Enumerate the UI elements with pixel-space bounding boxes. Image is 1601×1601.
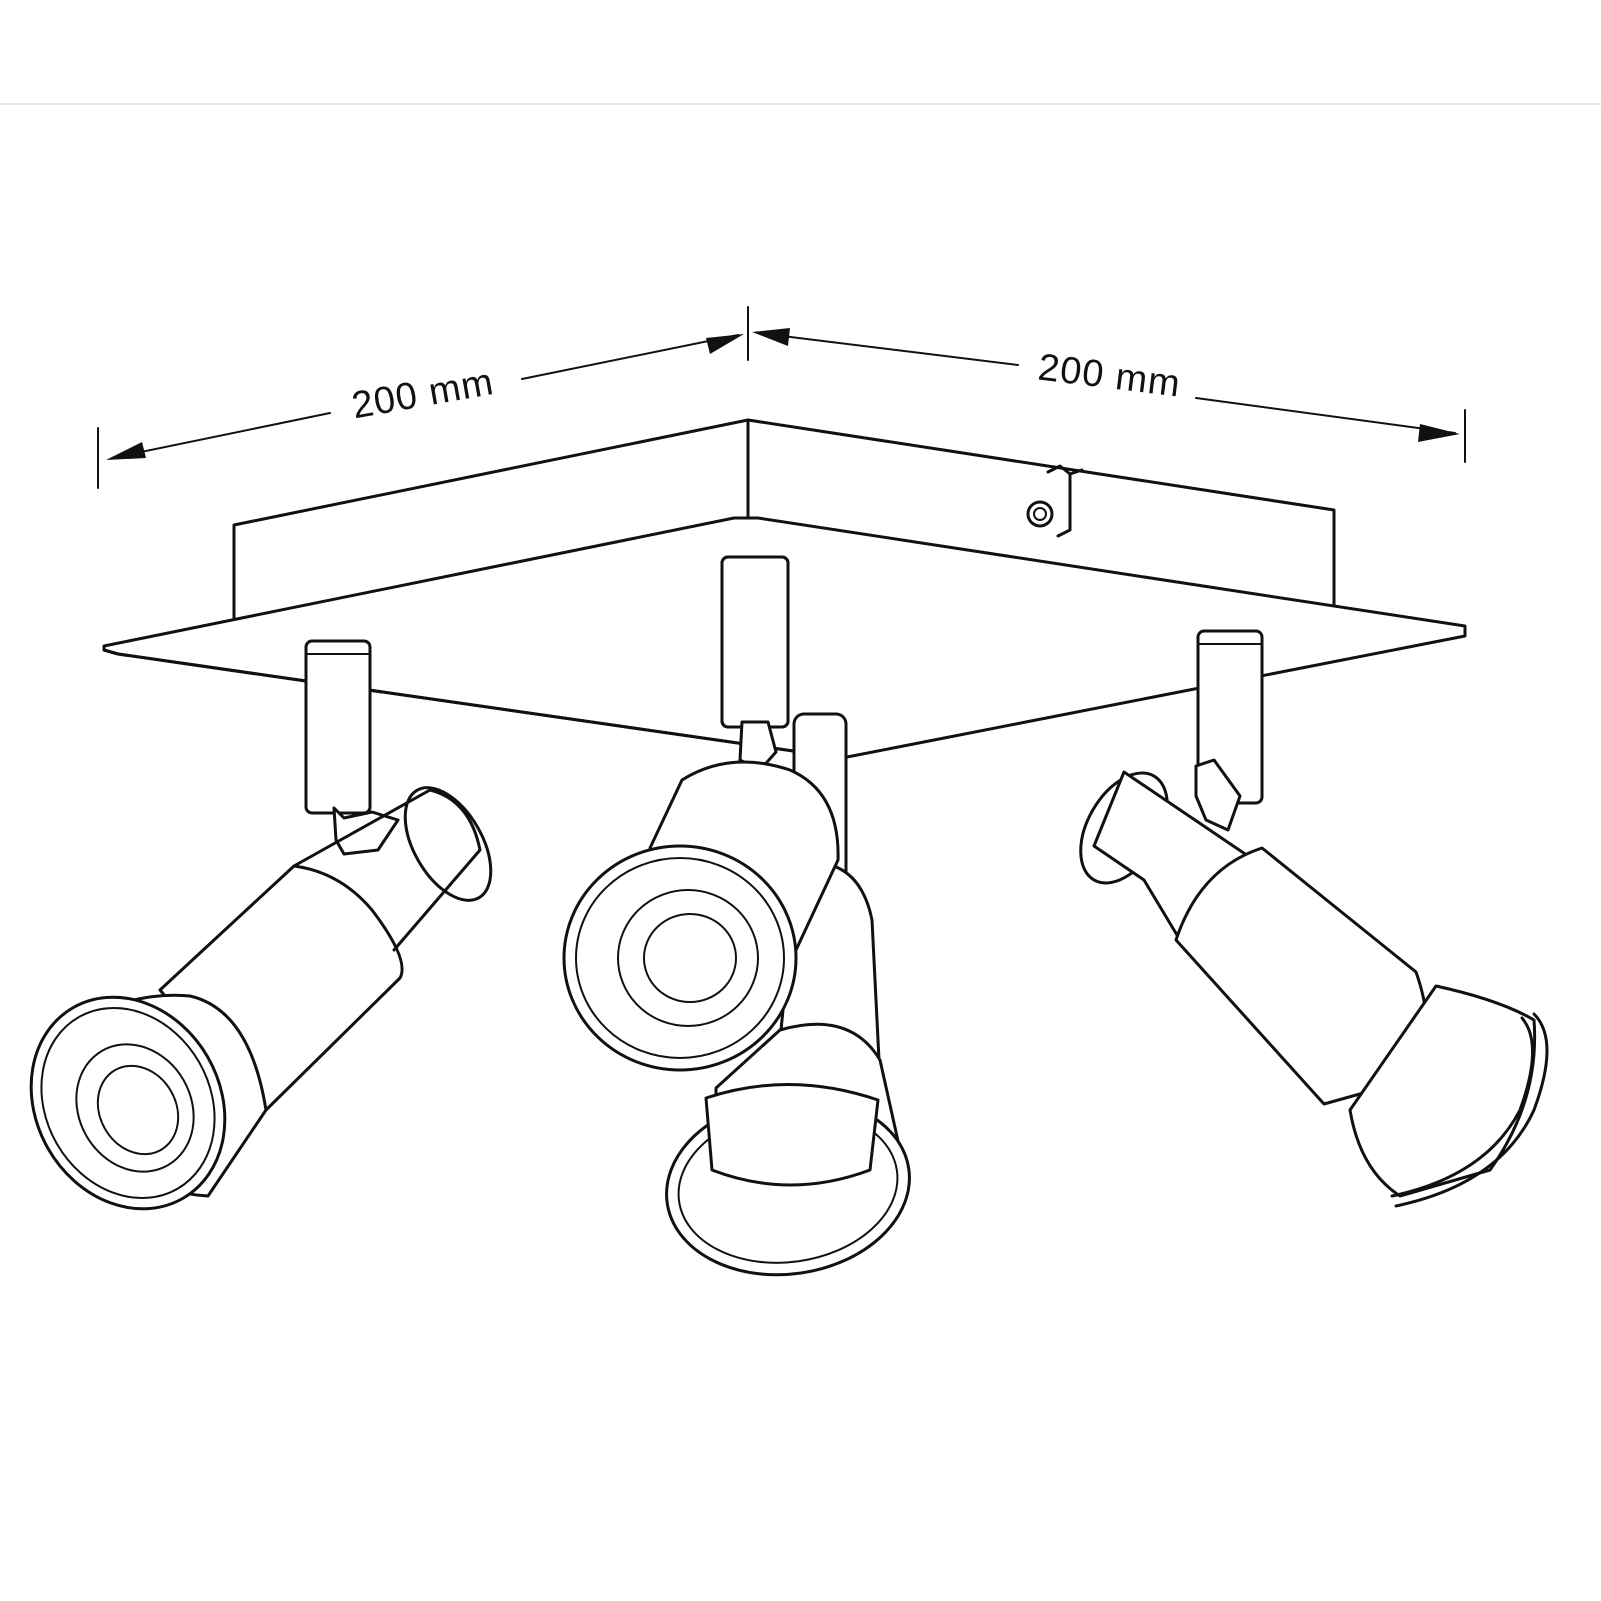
front-rim-right <box>1394 1012 1549 1208</box>
spotlight-right <box>1079 629 1549 1208</box>
front-rim-center <box>575 857 785 1059</box>
lens-ring-center <box>617 889 759 1027</box>
reflector-center-lower <box>704 1083 880 1187</box>
dim-right-arrow-b <box>1418 424 1460 442</box>
dim-left-line-a <box>111 412 331 459</box>
dimension-right: 200 mm <box>752 328 1466 463</box>
bulb-housing-right <box>1348 984 1537 1198</box>
screw-slot <box>1033 507 1047 521</box>
lens-center <box>643 913 737 1003</box>
body-left-back <box>292 788 482 952</box>
front-face-center <box>562 844 798 1072</box>
front-rim-left <box>40 1006 216 1200</box>
dim-left-line-b <box>521 334 739 380</box>
lens-ring-left <box>75 1043 195 1173</box>
joint-right <box>1194 758 1242 832</box>
front-face-left <box>29 995 227 1211</box>
dimension-left: 200 mm <box>97 306 749 489</box>
width-label: 200 mm <box>349 361 497 427</box>
rear-cap-left <box>403 786 493 902</box>
screw-head <box>1026 500 1054 528</box>
depth-label: 200 mm <box>1036 347 1183 406</box>
front-rim-right-inner <box>1390 1016 1534 1198</box>
screw-bracket <box>1046 464 1084 538</box>
plate-front-edge <box>102 648 844 760</box>
dim-right-arrow-a <box>752 328 790 346</box>
lens-left <box>96 1064 180 1156</box>
stem-left <box>304 639 372 815</box>
joint-center <box>738 720 778 772</box>
stem-center <box>720 555 790 729</box>
spotlight-center <box>562 555 911 1277</box>
dim-right-line-a <box>757 332 1019 366</box>
dim-left-arrow-b <box>706 334 744 354</box>
dim-left-arrow-a <box>106 442 146 460</box>
spotlight-left <box>29 639 493 1211</box>
dim-right-line-b <box>1195 397 1456 434</box>
